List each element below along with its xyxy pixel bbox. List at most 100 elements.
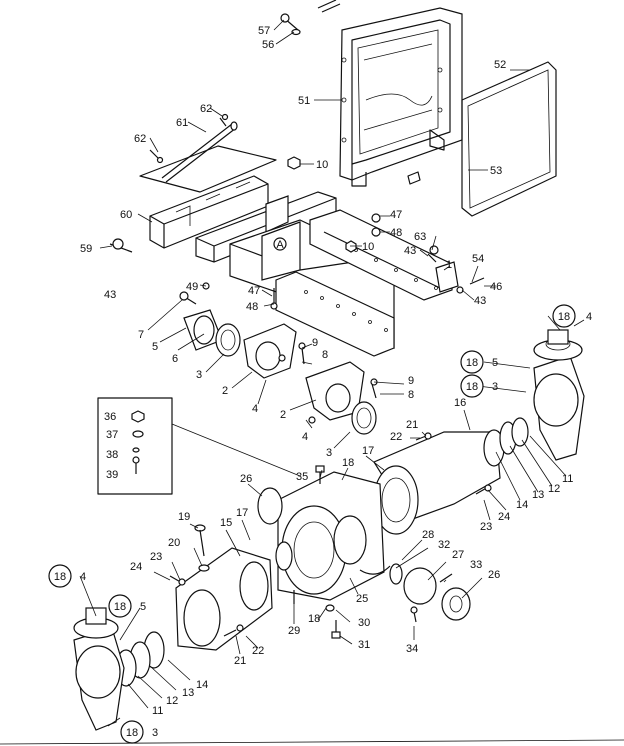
- callout-29: 29: [288, 625, 300, 637]
- callout-14a: 14: [516, 499, 528, 511]
- callout-5c: 5: [140, 601, 146, 613]
- callout-10a: 10: [316, 159, 328, 171]
- callout-22b: 22: [252, 645, 264, 657]
- callout-25: 25: [356, 593, 368, 605]
- callout-7: 7: [138, 329, 144, 341]
- callout-4c: 4: [586, 311, 592, 323]
- callout-3a: 3: [196, 369, 202, 381]
- callout-43b: 43: [404, 245, 416, 257]
- mount-right: [278, 342, 378, 435]
- center-case: [277, 465, 385, 601]
- callout-13a: 13: [532, 489, 544, 501]
- circled-ref-18-f: 18: [126, 727, 138, 739]
- callout-22a: 22: [390, 431, 402, 443]
- callout-5b: 5: [492, 357, 498, 369]
- bracket-box-60: [149, 175, 269, 249]
- callout-63: 63: [414, 231, 426, 243]
- callout-8b: 8: [408, 389, 414, 401]
- circled-ref-18-a: 18: [558, 311, 570, 323]
- callout-12b: 12: [166, 695, 178, 707]
- callout-35: 35: [296, 471, 308, 483]
- callout-5a: 5: [152, 341, 158, 353]
- callout-37: 37: [106, 429, 118, 441]
- callout-62a: 62: [134, 133, 146, 145]
- circled-ref-18-d: 18: [54, 571, 66, 583]
- callout-33: 33: [470, 559, 482, 571]
- callout-46: 46: [490, 281, 502, 293]
- seal-frame-53: [461, 61, 557, 217]
- small-hardware-lower: [169, 575, 244, 637]
- callout-16: 16: [454, 397, 466, 409]
- callout-14b: 14: [196, 679, 208, 691]
- callout-26a: 26: [240, 473, 252, 485]
- callout-53: 53: [490, 165, 502, 177]
- callout-1: 1: [446, 259, 452, 271]
- callout-20: 20: [168, 537, 180, 549]
- gasket-17: [275, 541, 293, 571]
- circled-ref-18-c: 18: [466, 381, 478, 393]
- callout-9a: 9: [312, 337, 318, 349]
- callout-3c: 3: [492, 381, 498, 393]
- callout-2a: 2: [222, 385, 228, 397]
- hub-right: [533, 329, 585, 461]
- breather-19: [194, 524, 210, 572]
- main-frame: [195, 191, 459, 357]
- reference-marker-a: A: [273, 237, 287, 251]
- callout-52: 52: [494, 59, 506, 71]
- mount-left: [183, 309, 297, 379]
- callout-48b: 48: [246, 301, 258, 313]
- callout-60: 60: [120, 209, 132, 221]
- callout-54: 54: [472, 253, 484, 265]
- callout-47b: 47: [248, 285, 260, 297]
- callout-4a: 4: [252, 403, 258, 415]
- callout-51: 51: [298, 95, 310, 107]
- callout-43c: 43: [474, 295, 486, 307]
- callout-labels: 57 56 51 52 53 62 62 61 10 60 59 43 47 4…: [80, 25, 592, 739]
- callout-34: 34: [406, 643, 418, 655]
- callout-24a: 24: [498, 511, 510, 523]
- callout-13b: 13: [182, 687, 194, 699]
- callout-28: 28: [422, 529, 434, 541]
- callout-31: 31: [358, 639, 370, 651]
- radiator-frame: [317, 0, 463, 187]
- callout-15: 15: [220, 517, 232, 529]
- callout-3b: 3: [326, 447, 332, 459]
- callout-47a: 47: [390, 209, 402, 221]
- axle-housing-right: [373, 417, 529, 535]
- callout-48a: 48: [390, 227, 402, 239]
- callout-9b: 9: [408, 375, 414, 387]
- callout-24b: 24: [130, 561, 142, 573]
- callout-23b: 23: [150, 551, 162, 563]
- axle-housing-left: [115, 547, 273, 687]
- callout-32: 32: [438, 539, 450, 551]
- callout-21b: 21: [234, 655, 246, 667]
- callout-18b: 18: [308, 613, 320, 625]
- screw-57: [280, 13, 301, 36]
- callout-39: 39: [106, 469, 118, 481]
- circled-references: 18 18 18 18 18 18: [48, 304, 576, 744]
- callout-11b: 11: [152, 705, 163, 717]
- pinion-parts: [293, 432, 492, 639]
- circled-ref-18-e: 18: [114, 601, 126, 613]
- callout-27: 27: [452, 549, 464, 561]
- callout-38: 38: [106, 449, 118, 461]
- callout-61: 61: [176, 117, 188, 129]
- callout-19: 19: [178, 511, 190, 523]
- callout-4d: 4: [80, 571, 86, 583]
- callout-18a: 18: [342, 457, 354, 469]
- callout-4b: 4: [302, 431, 308, 443]
- callout-56: 56: [262, 39, 274, 51]
- rod-61: [149, 113, 238, 183]
- callout-21a: 21: [406, 419, 418, 431]
- leader-lines: [79, 19, 585, 727]
- callout-36: 36: [104, 411, 116, 423]
- hub-left: [73, 607, 125, 731]
- gasket-26: [257, 487, 283, 525]
- rubber-sheet: [139, 145, 277, 193]
- small-hardware-upper: [109, 156, 485, 310]
- circled-ref-18-b: 18: [466, 357, 478, 369]
- callout-23a: 23: [480, 521, 492, 533]
- marker-a-text: A: [276, 239, 284, 251]
- callout-62b: 62: [200, 103, 212, 115]
- callout-17b: 17: [236, 507, 248, 519]
